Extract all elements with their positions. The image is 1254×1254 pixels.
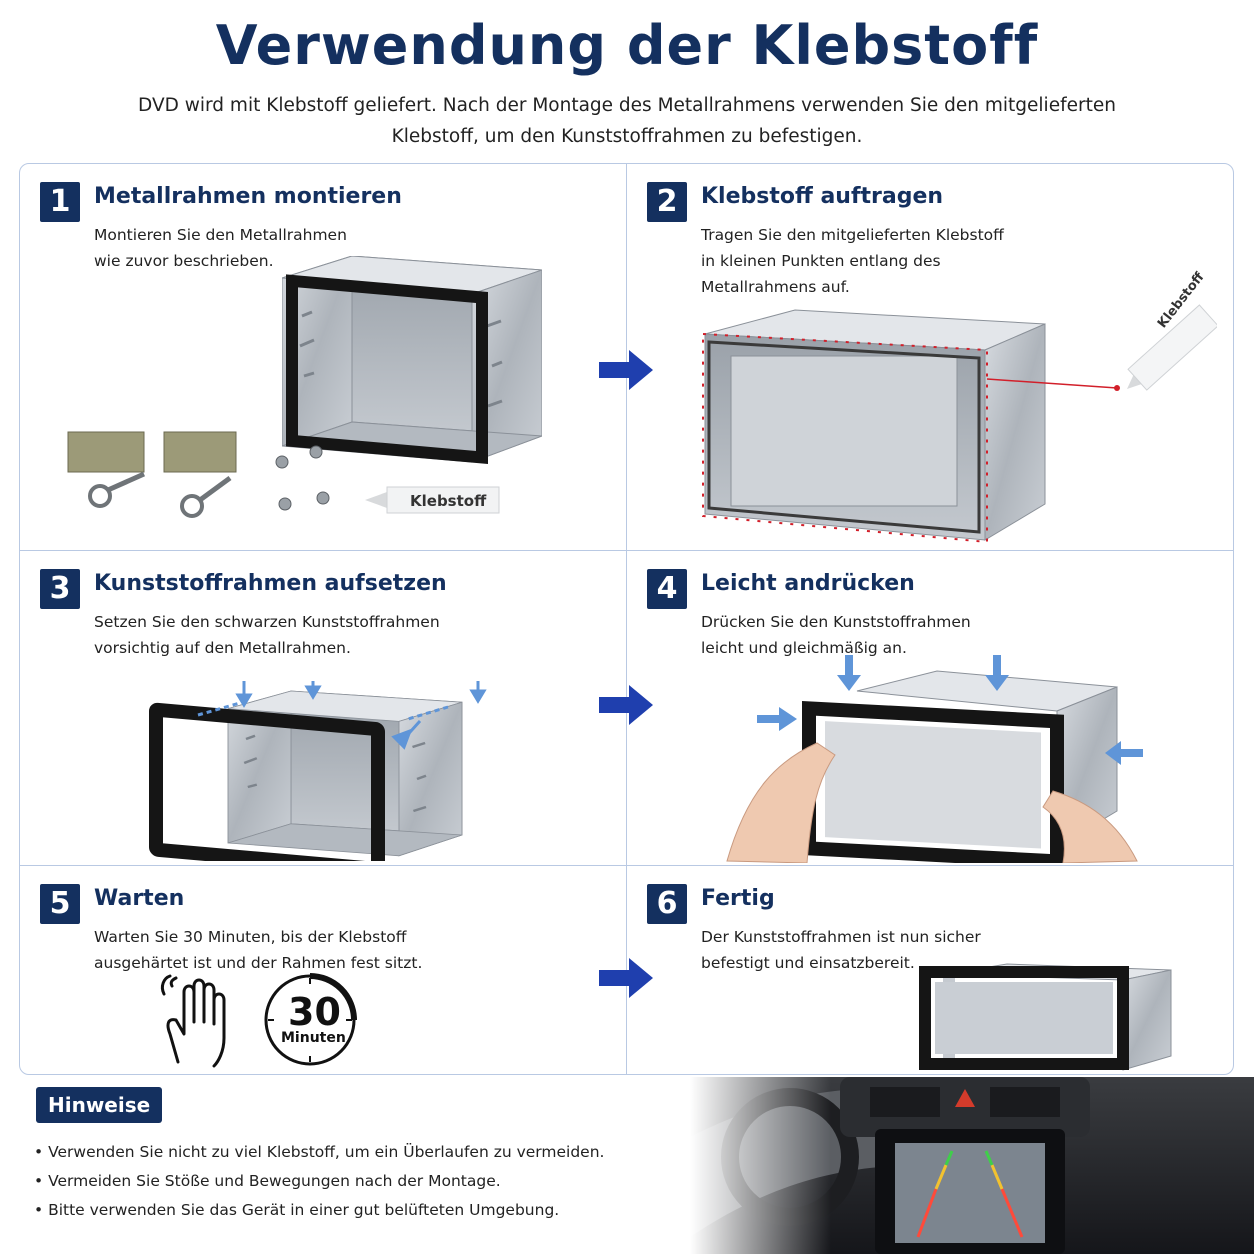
step-2-title: Klebstoff auftragen [701,184,944,209]
step-1-title: Metallrahmen montieren [94,184,402,209]
glue-tube-label: Klebstoff [410,492,487,510]
step-4-number: 4 [647,569,687,609]
step-6-panel: 6 Fertig Der Kunststoffrahmen ist nun si… [626,865,1234,1075]
step-1-panel: 1 Metallrahmen montieren Montieren Sie d… [19,163,627,551]
press-frame-illustration [726,655,1143,863]
step-5-description: Warten Sie 30 Minuten, bis der Klebstoff… [94,928,423,972]
note-item: Bitte verwenden Sie das Gerät in einer g… [34,1196,604,1225]
step-4-panel: 4 Leicht andrücken Drücken Sie den Kunst… [626,550,1234,866]
finished-frame-illustration [919,963,1172,1071]
step-1-number: 1 [40,182,80,222]
step-6-number: 6 [647,884,687,924]
step-1-description: Montieren Sie den Metallrahmen wie zuvor… [94,226,347,270]
note-item: Vermeiden Sie Stöße und Bewegungen nach … [34,1167,604,1196]
step-3-description: Setzen Sie den schwarzen Kunststoffrahme… [94,613,440,657]
mounting-parts-illustration [67,431,330,518]
note-item: Verwenden Sie nicht zu viel Klebstoff, u… [34,1138,604,1167]
step-5-panel: 5 Warten Warten Sie 30 Minuten, bis der … [19,865,627,1075]
car-dashboard-photo [690,1077,1254,1254]
notes-list: Verwenden Sie nicht zu viel Klebstoff, u… [34,1138,604,1225]
timer-icon [264,973,357,1066]
arrow-right-icon [599,958,653,998]
timer-unit: Minuten [281,1030,346,1046]
step-2-panel: 2 Klebstoff auftragen Tragen Sie den mit… [626,163,1234,551]
hand-wait-icon [160,974,226,1068]
attach-plastic-frame-illustration [149,681,487,861]
step-4-description: Drücken Sie den Kunststoffrahmen leicht … [701,613,971,657]
page-title: Verwendung der Klebstoff [215,14,1039,77]
arrow-right-icon [599,685,653,725]
glue-dots-illustration [702,309,1046,544]
step-5-number: 5 [40,884,80,924]
step-6-title: Fertig [701,886,775,911]
timer-value: 30 [288,990,341,1034]
arrow-right-icon [599,350,653,390]
step-5-title: Warten [94,886,185,911]
page-subtitle: DVD wird mit Klebstoff geliefert. Nach d… [138,95,1116,147]
step-2-description: Tragen Sie den mitgelieferten Klebstoff … [701,226,1004,296]
step-4-title: Leicht andrücken [701,571,915,596]
steps-grid: 1 Metallrahmen montieren Montieren Sie d… [19,163,1234,1075]
step-3-number: 3 [40,569,80,609]
metal-frame-illustration [282,256,542,465]
notes-heading: Hinweise [36,1087,163,1123]
glue-tube-pointer-icon [986,304,1217,391]
glue-tube-icon [365,486,500,514]
step-2-number: 2 [647,182,687,222]
step-6-description: Der Kunststoffrahmen ist nun sicher befe… [701,928,981,972]
step-3-title: Kunststoffrahmen aufsetzen [94,571,447,596]
step-3-panel: 3 Kunststoffrahmen aufsetzen Setzen Sie … [19,550,627,866]
